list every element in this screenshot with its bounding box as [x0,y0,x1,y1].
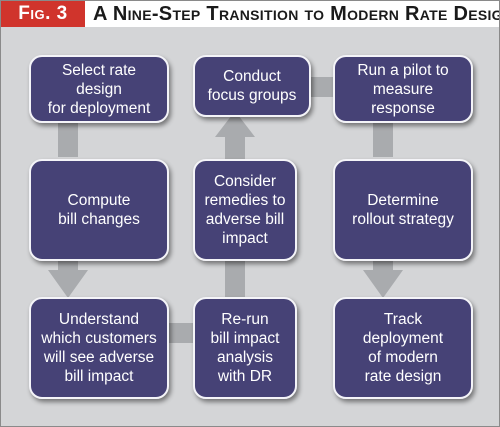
step-1-text: Select rate design for deployment [47,61,151,117]
figure-header: Fig. 3 A Nine-Step Transition to Modern … [1,1,499,27]
arrow-down-step8-to-step9 [363,270,403,298]
figure-number-label: Fig. 3 [1,1,85,27]
connector-step4-to-step5 [225,260,245,298]
step-8-determine-rollout-strategy: Determine rollout strategy [333,159,473,261]
connector-step2-to-step3 [58,260,78,272]
step-7-run-pilot: Run a pilot to measure response [333,55,473,123]
step-4-text: Re-run bill impact analysis with DR [210,311,280,385]
step-2-text: Compute bill changes [58,192,140,228]
step-4-rerun-bill-impact-analysis: Re-run bill impact analysis with DR [193,297,297,399]
step-6-text: Conduct focus groups [207,68,297,104]
arrow-up-step5-to-step6 [215,111,255,137]
step-5-consider-remedies: Consider remedies to adverse bill impact [193,159,297,261]
step-7-text: Run a pilot to measure response [357,61,449,117]
arrow-down-step2-to-step3 [48,270,88,298]
step-6-conduct-focus-groups: Conduct focus groups [193,55,311,117]
figure-title: A Nine-Step Transition to Modern Rate De… [93,3,500,25]
connector-step1-to-step2 [58,122,78,157]
step-1-select-rate-design: Select rate design for deployment [29,55,169,123]
step-3-understand-adverse-impact: Understand which customers will see adve… [29,297,169,399]
step-9-track-deployment: Track deployment of modern rate design [333,297,473,399]
connector-step6-to-step7 [309,77,335,97]
connector-step3-to-step4 [168,323,194,343]
step-5-text: Consider remedies to adverse bill impact [204,173,286,247]
step-2-compute-bill-changes: Compute bill changes [29,159,169,261]
connector-step7-to-step8 [373,122,393,157]
step-9-text: Track deployment of modern rate design [362,311,444,385]
step-3-text: Understand which customers will see adve… [41,311,157,385]
connector-step5-to-step6 [225,135,245,160]
step-8-text: Determine rollout strategy [352,192,454,228]
connector-step8-to-step9 [373,260,393,272]
